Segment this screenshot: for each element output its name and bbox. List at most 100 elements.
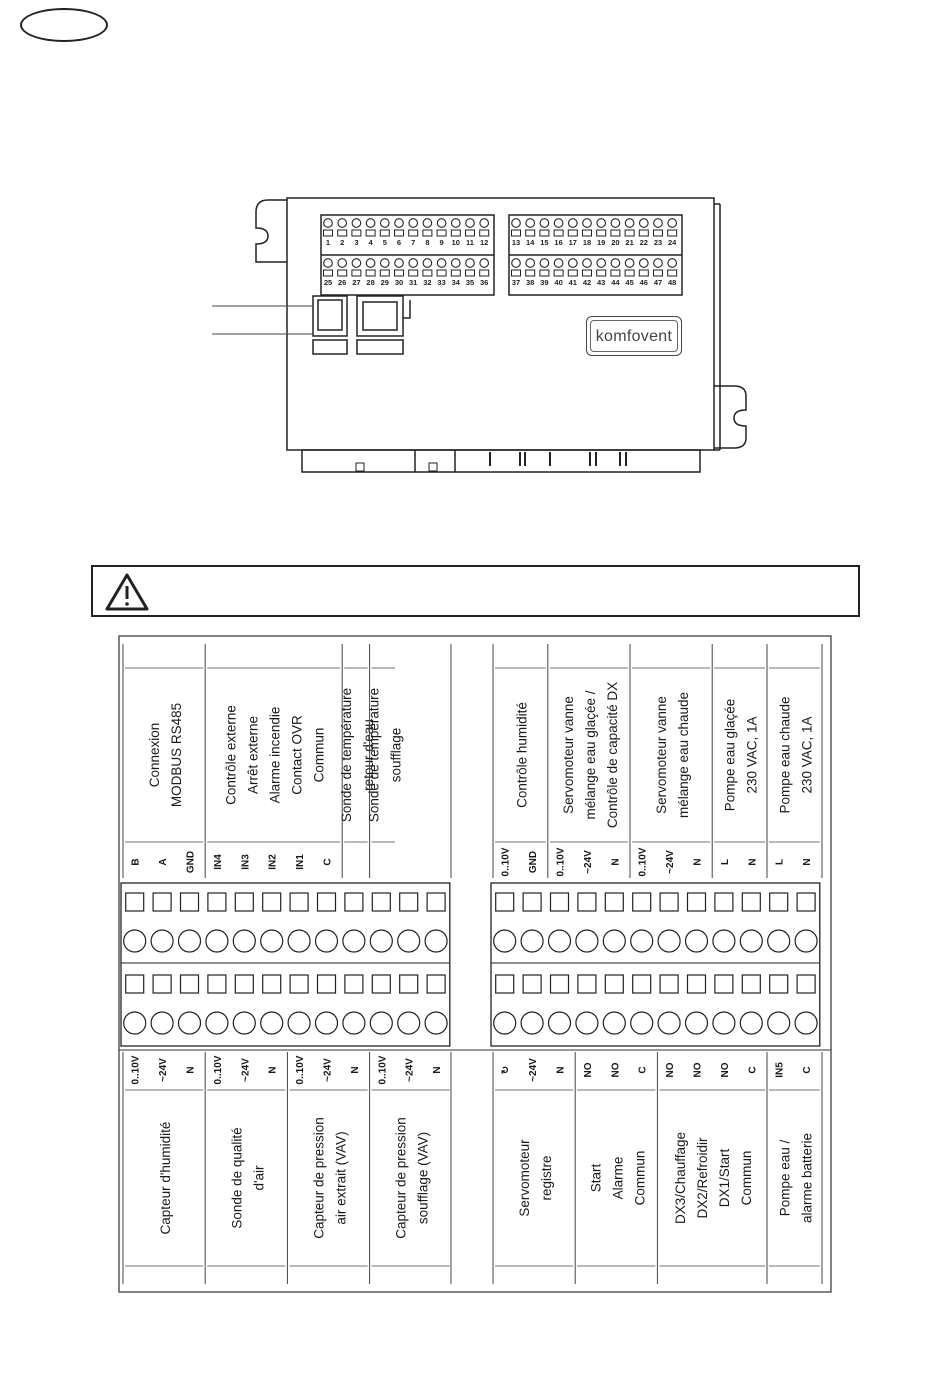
pin-label: L: [775, 859, 786, 865]
board-terminal-number: 26: [338, 278, 346, 287]
board-terminal-slot: [323, 269, 333, 277]
board-terminal-number: 2: [340, 238, 344, 247]
board-terminal-screw: [365, 258, 376, 268]
board-terminal-slot: [465, 229, 475, 237]
board-terminal-number: 12: [480, 238, 488, 247]
terminal-screw-upper: [684, 929, 709, 953]
terminal-slot-upper: [262, 892, 282, 912]
board-terminal-screw: [365, 218, 376, 228]
board-terminal-screw: [610, 258, 621, 268]
board-terminal-screw: [337, 218, 348, 228]
board-terminal-slot: [610, 229, 621, 237]
terminal-screw-upper: [767, 929, 791, 953]
terminal-slot-upper: [632, 892, 652, 912]
group-label-line: Commun: [739, 1151, 754, 1206]
connector-latch: [355, 462, 365, 472]
terminal-slot-upper: [686, 892, 707, 912]
pin-label: IN2: [268, 854, 279, 870]
pin-label: N: [610, 858, 621, 865]
board-terminal-slot: [479, 269, 490, 277]
board-terminal-slot: [337, 229, 348, 237]
board-terminal-screw: [422, 258, 433, 268]
board-terminal-slot: [365, 229, 376, 237]
terminal-slot-upper: [399, 892, 419, 912]
terminal-slot-upper: [659, 892, 679, 912]
board-terminal-screw: [479, 258, 490, 268]
board-terminal-slot: [525, 269, 536, 277]
terminal-screw-lower: [602, 1011, 626, 1035]
group-label-line: Sonde de température: [339, 688, 354, 822]
terminal-slot-lower: [344, 974, 364, 994]
terminal-screw-upper: [630, 929, 654, 953]
group-label-line: Pompe eau glaçée: [723, 699, 738, 812]
pin-label: 0..10V: [638, 847, 649, 876]
terminal-slot-upper: [289, 892, 309, 912]
terminal-slot-upper: [769, 892, 789, 912]
board-terminal-screw: [379, 258, 390, 268]
board-terminal-number: 16: [554, 238, 562, 247]
pin-label: L: [720, 859, 731, 865]
terminal-screw-upper: [232, 929, 256, 953]
board-terminal-screw: [337, 258, 348, 268]
group-label-line: Servomoteur vanne: [654, 696, 669, 814]
terminal-slot-upper: [234, 892, 254, 912]
board-terminal-screw: [450, 258, 461, 268]
group-label-line: DX1/Start: [717, 1148, 732, 1207]
board-terminal-screw: [638, 218, 649, 228]
pin-label: NO: [693, 1062, 704, 1077]
pin-label: IN3: [240, 854, 251, 870]
board-terminal-screw: [465, 258, 475, 268]
pin-label: IN1: [295, 854, 306, 870]
board-terminal-number: 19: [597, 238, 605, 247]
board-terminal-screw: [394, 218, 404, 228]
pin-label: ~24V: [240, 1058, 251, 1082]
board-terminal-screw: [553, 258, 564, 268]
board-terminal-slot: [408, 229, 419, 237]
terminal-screw-upper: [493, 929, 517, 953]
board-terminal-number: 42: [583, 278, 591, 287]
board-terminal-slot: [351, 269, 362, 277]
group-label-line: Contrôle externe: [224, 705, 239, 805]
group-label-line: DX2/Refroidir: [695, 1137, 710, 1219]
terminal-slot-lower: [234, 974, 254, 994]
terminal-screw-upper: [794, 929, 818, 953]
pin-label: ~24V: [158, 1058, 169, 1082]
group-label-line: DX3/Chauffage: [673, 1132, 688, 1224]
board-terminal-screw: [436, 218, 447, 228]
board-terminal-screw: [323, 218, 333, 228]
warning-triangle-icon: [105, 573, 149, 611]
pin-label: NO: [610, 1062, 621, 1077]
terminal-slot-lower: [632, 974, 652, 994]
pin-label: ~24V: [583, 850, 594, 874]
terminal-slot-upper: [577, 892, 597, 912]
pin-label: GND: [528, 851, 539, 873]
board-terminal-number: 28: [366, 278, 374, 287]
board-terminal-screw: [408, 218, 419, 228]
board-terminal-slot: [653, 229, 663, 237]
pin-label: N: [802, 858, 813, 865]
board-terminal-slot: [539, 269, 550, 277]
group-label-line: Capteur d'humidité: [158, 1122, 173, 1235]
board-terminal-screw: [379, 218, 390, 228]
board-terminal-slot: [379, 269, 390, 277]
group-label-line: Servomoteur: [517, 1139, 532, 1217]
board-terminal-screw: [653, 258, 663, 268]
terminal-screw-lower: [794, 1011, 818, 1035]
pin-label: N: [556, 1066, 567, 1073]
board-terminal-screw: [511, 258, 521, 268]
board-terminal-slot: [365, 269, 376, 277]
terminal-slot-lower: [262, 974, 282, 994]
terminal-slot-upper: [316, 892, 337, 912]
group-label-line: Arrêt externe: [246, 716, 261, 794]
logo-text: komfovent: [590, 320, 678, 352]
pin-label: N: [747, 858, 758, 865]
board-terminal-number: 47: [654, 278, 662, 287]
terminal-strip-right: [490, 882, 821, 1047]
pin-label: 0..10V: [501, 847, 512, 876]
terminal-screw-lower: [547, 1011, 572, 1035]
board-terminal-number: 44: [611, 278, 620, 287]
group-label-line: Alarme incendie: [268, 707, 283, 804]
board-terminal-slot: [596, 269, 607, 277]
group-label-line: Sonde de qualité: [229, 1127, 244, 1228]
terminal-screw-lower: [684, 1011, 709, 1035]
